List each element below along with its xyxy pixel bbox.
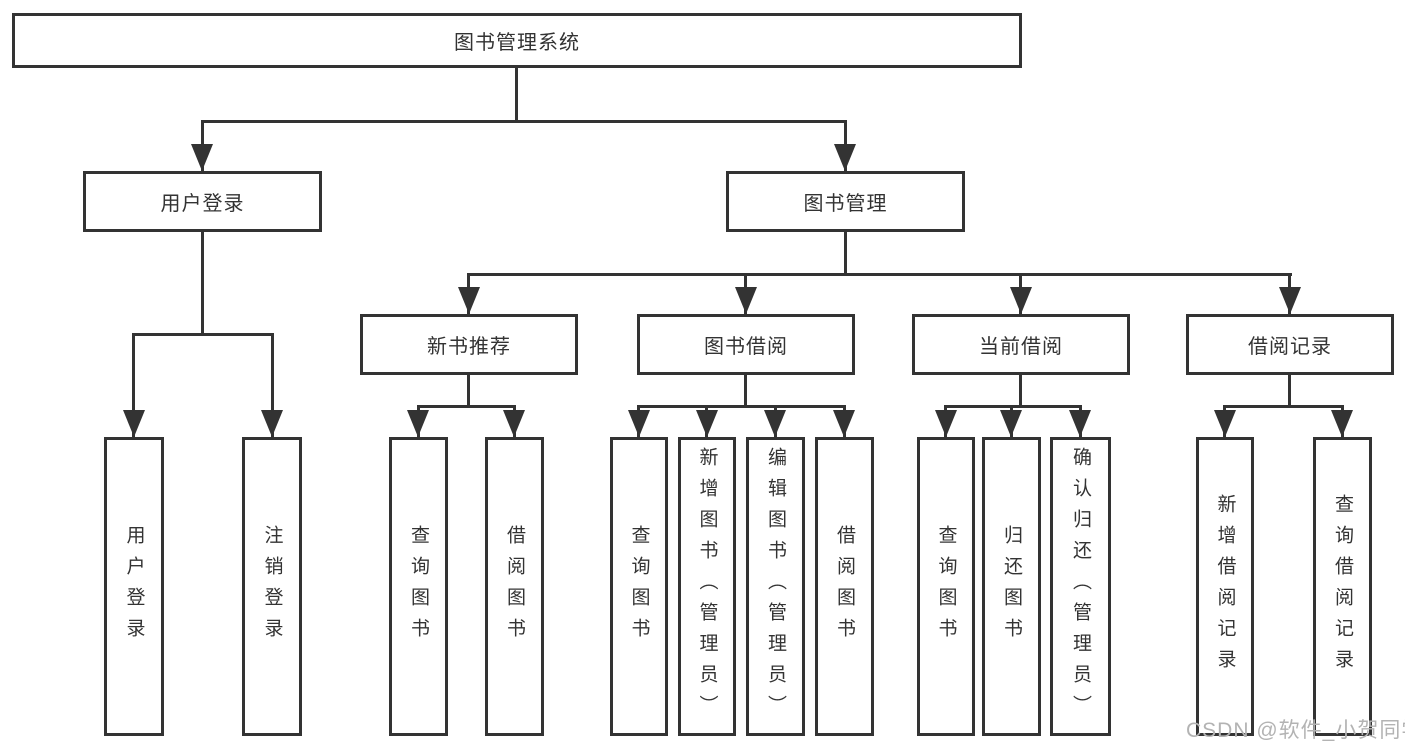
arrowhead (1214, 410, 1236, 437)
leaf-query-books-recommendation: 查询图书 (389, 437, 448, 736)
connector-book-management-stub (844, 232, 847, 275)
arrowhead (503, 410, 525, 437)
leaf-add-books-admin: 新增图书（管理员） (678, 437, 736, 736)
node-label: 注销登录 (261, 524, 283, 649)
leaf-confirm-return-admin: 确认归还（管理员） (1050, 437, 1111, 736)
node-label: 借阅记录 (1248, 336, 1332, 358)
connector-book-management-bus (467, 273, 1292, 276)
leaf-logout-login: 注销登录 (242, 437, 302, 736)
node-label: 借阅图书 (504, 524, 525, 649)
node-label: 新增图书（管理员） (696, 447, 718, 726)
arrowhead-borrowing-records (1279, 287, 1301, 314)
arrowhead-book-management (834, 144, 856, 171)
node-label: 图书管理 (803, 193, 888, 215)
connector-root-stub (515, 68, 518, 123)
leaf-query-books-borrowing: 查询图书 (610, 437, 668, 736)
connector-borrowing-records-stub (1288, 375, 1291, 408)
arrowhead-current-borrowing (1010, 287, 1032, 314)
connector-book-borrowing-bus (637, 405, 846, 408)
arrowhead-user-login (191, 144, 213, 171)
node-label: 确认归还（管理员） (1070, 447, 1091, 726)
node-new-book-recommendation: 新书推荐 (360, 314, 578, 375)
arrowhead (1331, 410, 1353, 437)
arrowhead (628, 410, 650, 437)
node-user-login: 用户登录 (83, 171, 322, 232)
arrowhead (696, 410, 718, 437)
node-label: 编辑图书（管理员） (765, 447, 786, 726)
connector-borrowing-records-bus (1223, 405, 1344, 408)
node-label: 查询图书 (628, 524, 650, 649)
node-label: 图书借阅 (704, 336, 788, 358)
arrowhead-book-borrowing (735, 287, 757, 314)
arrowhead (1069, 410, 1091, 437)
connector-current-borrowing-stub (1019, 375, 1022, 408)
arrowhead (935, 410, 957, 437)
connector-new-book-recommendation-bus (417, 405, 516, 408)
node-label: 借阅图书 (834, 524, 855, 649)
leaf-return-books: 归还图书 (982, 437, 1041, 736)
node-label: 查询图书 (935, 524, 957, 649)
node-label: 用户登录 (160, 193, 245, 215)
arrowhead (407, 410, 429, 437)
node-label: 归还图书 (1001, 524, 1022, 649)
arrowhead (764, 410, 786, 437)
arrowhead-new-book-recommendation (458, 287, 480, 314)
node-label: 新增借阅记录 (1214, 493, 1236, 680)
leaf-borrow-books-borrowing: 借阅图书 (815, 437, 874, 736)
node-label: 查询借阅记录 (1332, 493, 1353, 680)
leaf-query-books-current: 查询图书 (917, 437, 975, 736)
arrowhead-leaf-user-login (123, 410, 145, 437)
connector-drop-leaf-logout (271, 333, 274, 437)
connector-user-login-stub (201, 232, 204, 336)
node-label: 当前借阅 (979, 336, 1063, 358)
node-book-management: 图书管理 (726, 171, 965, 232)
leaf-edit-books-admin: 编辑图书（管理员） (746, 437, 805, 736)
arrowhead (1000, 410, 1022, 437)
node-label: 查询图书 (408, 524, 429, 649)
connector-root-bus (201, 120, 847, 123)
leaf-add-borrowing-record: 新增借阅记录 (1196, 437, 1254, 736)
csdn-watermark: CSDN @软件_小贺同学 (1186, 719, 1405, 742)
node-label: 用户登录 (123, 524, 145, 649)
node-label: 图书管理系统 (454, 32, 580, 54)
arrowhead (833, 410, 855, 437)
leaf-user-login: 用户登录 (104, 437, 164, 736)
leaf-borrow-books-recommendation: 借阅图书 (485, 437, 544, 736)
connector-book-borrowing-stub (744, 375, 747, 408)
connector-current-borrowing-bus (944, 405, 1082, 408)
arrowhead-leaf-logout (261, 410, 283, 437)
node-current-borrowing: 当前借阅 (912, 314, 1130, 375)
node-borrowing-records: 借阅记录 (1186, 314, 1394, 375)
connector-new-book-recommendation-stub (467, 375, 470, 408)
node-book-borrowing: 图书借阅 (637, 314, 855, 375)
connector-user-login-bus (132, 333, 274, 336)
node-label: 新书推荐 (427, 336, 511, 358)
node-library-management-system: 图书管理系统 (12, 13, 1022, 68)
connector-drop-leaf-user-login (132, 333, 135, 437)
leaf-query-borrowing-record: 查询借阅记录 (1313, 437, 1372, 736)
